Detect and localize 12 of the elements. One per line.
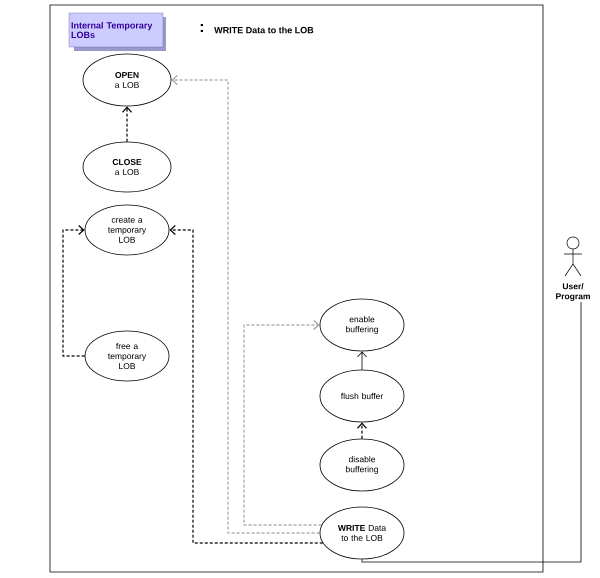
diagram-title: WRITE Data to the LOB xyxy=(214,26,314,34)
arrow xyxy=(62,225,85,357)
arrow xyxy=(357,422,367,439)
arrow xyxy=(357,351,367,370)
title-box: Internal Temporary LOBs xyxy=(68,12,164,48)
arrow xyxy=(243,320,322,526)
arrow xyxy=(169,225,323,544)
arrow xyxy=(122,106,132,142)
arrow xyxy=(171,75,320,534)
title-colon: : xyxy=(200,24,203,32)
actor-label: User/ Program xyxy=(556,283,590,301)
system-boundary xyxy=(50,4,544,572)
